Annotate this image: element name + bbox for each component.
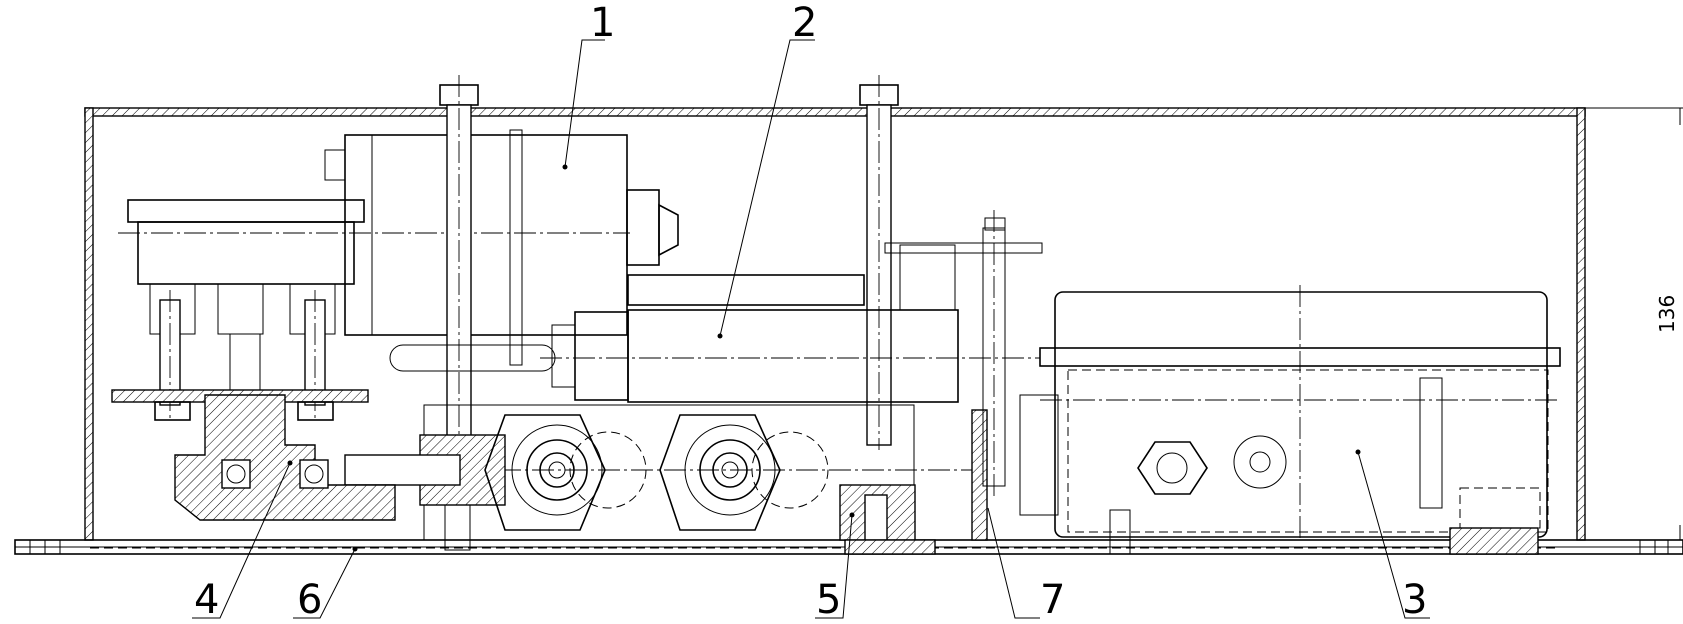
callout-7: 7 xyxy=(1040,577,1065,623)
callout-1: 1 xyxy=(590,0,615,46)
dimension-label: 136 xyxy=(1655,295,1679,333)
motor-assembly xyxy=(118,129,679,366)
callout-6: 6 xyxy=(297,577,322,623)
bracket xyxy=(174,394,396,521)
callout-2: 2 xyxy=(792,0,817,46)
manifold-block xyxy=(344,404,980,551)
motor-studs xyxy=(111,290,369,425)
callout-labels: 1 2 3 4 6 5 7 136 xyxy=(194,0,1679,623)
foot-block xyxy=(839,484,936,555)
valve-block xyxy=(389,242,1043,403)
callout-3: 3 xyxy=(1402,577,1427,623)
housing-frame xyxy=(84,107,1683,541)
callout-4: 4 xyxy=(194,577,219,623)
electrical-box xyxy=(1019,285,1561,555)
tall-bolts xyxy=(439,75,899,450)
bracket-plate xyxy=(971,210,1006,541)
leader-lines xyxy=(192,39,1681,619)
callout-5: 5 xyxy=(816,577,841,623)
